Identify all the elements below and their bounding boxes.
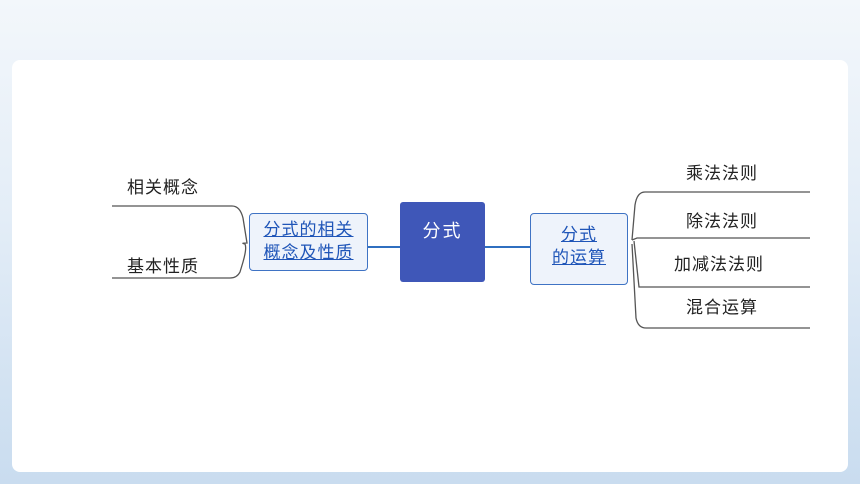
- branch-left-line1: 分式的相关: [263, 220, 354, 240]
- central-topic-label: 分式: [422, 221, 463, 242]
- leaf-multiplication-rule: 乘法法则: [686, 164, 758, 184]
- branch-operations[interactable]: 分式 的运算: [530, 213, 628, 285]
- leaf-basic-properties: 基本性质: [127, 257, 199, 277]
- central-topic[interactable]: 分式: [400, 202, 485, 282]
- leaf-related-concepts: 相关概念: [127, 178, 199, 198]
- right-brace-top: [631, 191, 810, 241]
- leaf-mixed-operations: 混合运算: [686, 298, 758, 318]
- leaf-addition-subtraction-rule: 加减法法则: [674, 255, 764, 275]
- right-line-3: [633, 240, 810, 288]
- branch-concepts-and-properties[interactable]: 分式的相关 概念及性质: [249, 213, 368, 271]
- branch-left-line2: 概念及性质: [263, 243, 354, 263]
- branch-right-line2: 的运算: [552, 248, 606, 268]
- leaf-division-rule: 除法法则: [686, 212, 758, 232]
- left-brace-lines: [112, 205, 248, 279]
- branch-right-line1: 分式: [561, 225, 597, 245]
- right-brace-bottom: [631, 243, 810, 329]
- right-line-2: [631, 237, 810, 241]
